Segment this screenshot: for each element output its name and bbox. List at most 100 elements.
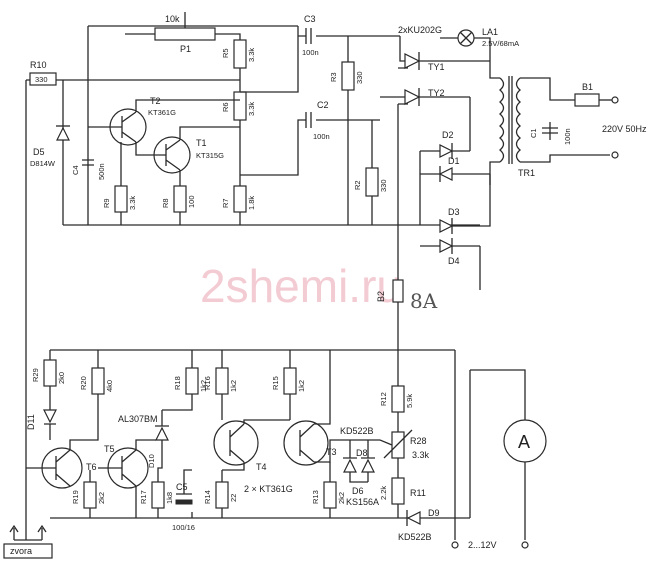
r28-label: R28: [410, 436, 427, 446]
r19-resistor: [83, 481, 97, 509]
output-wires: [454, 246, 526, 540]
r9-resistor: [114, 185, 128, 213]
c2-value: 100n: [313, 132, 330, 141]
p1-potentiometer: [154, 27, 216, 41]
kt361-pair-label: 2 × KT361G: [244, 484, 293, 494]
t3-transistor: [283, 420, 329, 466]
ty1-label: TY1: [428, 62, 445, 72]
t1-label: T1: [196, 138, 207, 148]
d1-diode: [438, 167, 453, 181]
d11-label: D11: [26, 414, 36, 430]
b2-label: B2: [376, 291, 386, 302]
r11-label: R11: [410, 488, 426, 498]
r12-value: 5.9k: [405, 394, 414, 408]
r6-label: R6: [221, 102, 230, 112]
r19-label: R19: [71, 490, 80, 504]
mains-label: 220V 50Hz: [602, 124, 647, 134]
r28-trimmer: [391, 431, 405, 459]
d2-leads: [420, 143, 470, 159]
c2-capacitor: [305, 112, 312, 128]
r20-value: 4k0: [105, 380, 114, 392]
d10-leads: [135, 410, 169, 450]
r2-resistor: [365, 167, 379, 197]
r10-value: 330: [35, 75, 48, 84]
ty2-leads: [380, 88, 470, 106]
r29-label: R29: [31, 368, 40, 382]
c3-label: C3: [304, 14, 316, 24]
c5-capacitor: [175, 499, 193, 505]
thyristors-label: 2xKU202G: [398, 25, 442, 35]
r9-value: 3.3k: [128, 196, 137, 210]
d5-zener: [56, 126, 70, 141]
r18-label: R18: [173, 376, 182, 390]
r20-resistor: [91, 367, 105, 395]
c4-label: C4: [71, 165, 80, 175]
r6-value: 3.3k: [247, 102, 256, 116]
output-terminal-1: [451, 541, 459, 549]
d8-diode: [343, 458, 357, 473]
r29-resistor: [43, 359, 57, 387]
t2-leads: [88, 99, 240, 143]
d10-label: D10: [147, 454, 156, 468]
t4-transistor: [213, 420, 259, 466]
rectifier-wires: [419, 97, 471, 225]
r7-resistor: [233, 185, 247, 213]
r16-label: R16: [203, 376, 212, 390]
r20-label: R20: [79, 376, 88, 390]
tr1-core: [508, 76, 513, 164]
r3-label: R3: [329, 72, 338, 82]
r13-value: 2k2: [337, 492, 346, 504]
t3-leads: [299, 350, 340, 463]
ammeter: [503, 419, 547, 463]
output-terminal-2: [521, 541, 529, 549]
c1-capacitor: [542, 127, 558, 134]
r17-value: 1k8: [165, 492, 174, 504]
zvora-label: zvora: [10, 546, 32, 556]
fuse-label: B1: [582, 82, 593, 92]
t3-label: T3: [326, 447, 337, 457]
ks156a-label: KS156A: [346, 497, 379, 507]
d11-led: [43, 409, 57, 424]
t5-label: T5: [104, 444, 115, 454]
lamp-label: LA1: [482, 27, 498, 37]
lamp-leads: [440, 31, 491, 61]
c1-value: 100n: [563, 128, 572, 145]
c3-capacitor: [305, 28, 312, 44]
r12-resistor: [391, 385, 405, 413]
r15-resistor: [283, 367, 297, 395]
r14-value: 22: [229, 494, 238, 502]
d9-label: D9: [428, 508, 440, 518]
r7-label: R7: [221, 198, 230, 208]
r17-wire: [157, 450, 163, 518]
t2-value: KT361G: [148, 108, 176, 117]
d1-leads: [420, 166, 490, 182]
t1-value: KT315G: [196, 151, 224, 160]
d2-label: D2: [442, 130, 454, 140]
r3-value: 330: [355, 71, 364, 84]
r7-value: 1.8k: [247, 196, 256, 210]
r5-label: R5: [221, 48, 230, 58]
kd522b-top-label: KD522B: [340, 426, 374, 436]
t6-leads: [26, 449, 71, 487]
r16-value: 1k2: [229, 380, 238, 392]
d9-leads: [406, 510, 470, 526]
d5-label: D5: [33, 147, 45, 157]
ty1-thyristor: [404, 53, 421, 69]
r17-resistor: [151, 481, 165, 509]
zvora-arrows: [9, 524, 47, 540]
zvora-box: [3, 543, 53, 559]
d3-diode: [439, 219, 454, 233]
ty2-thyristor: [404, 89, 421, 105]
t1-leads: [135, 126, 240, 186]
al307-label: AL307BM: [118, 414, 158, 424]
d6-zener: [361, 458, 375, 473]
r12-label: R12: [379, 392, 388, 406]
cap-wires: [240, 26, 400, 176]
d5-value: D814W: [30, 159, 56, 168]
r5-resistor: [233, 39, 247, 69]
lower-bottom-rail: [50, 512, 420, 519]
r13-resistor: [323, 481, 337, 509]
d4-diode: [439, 239, 454, 253]
